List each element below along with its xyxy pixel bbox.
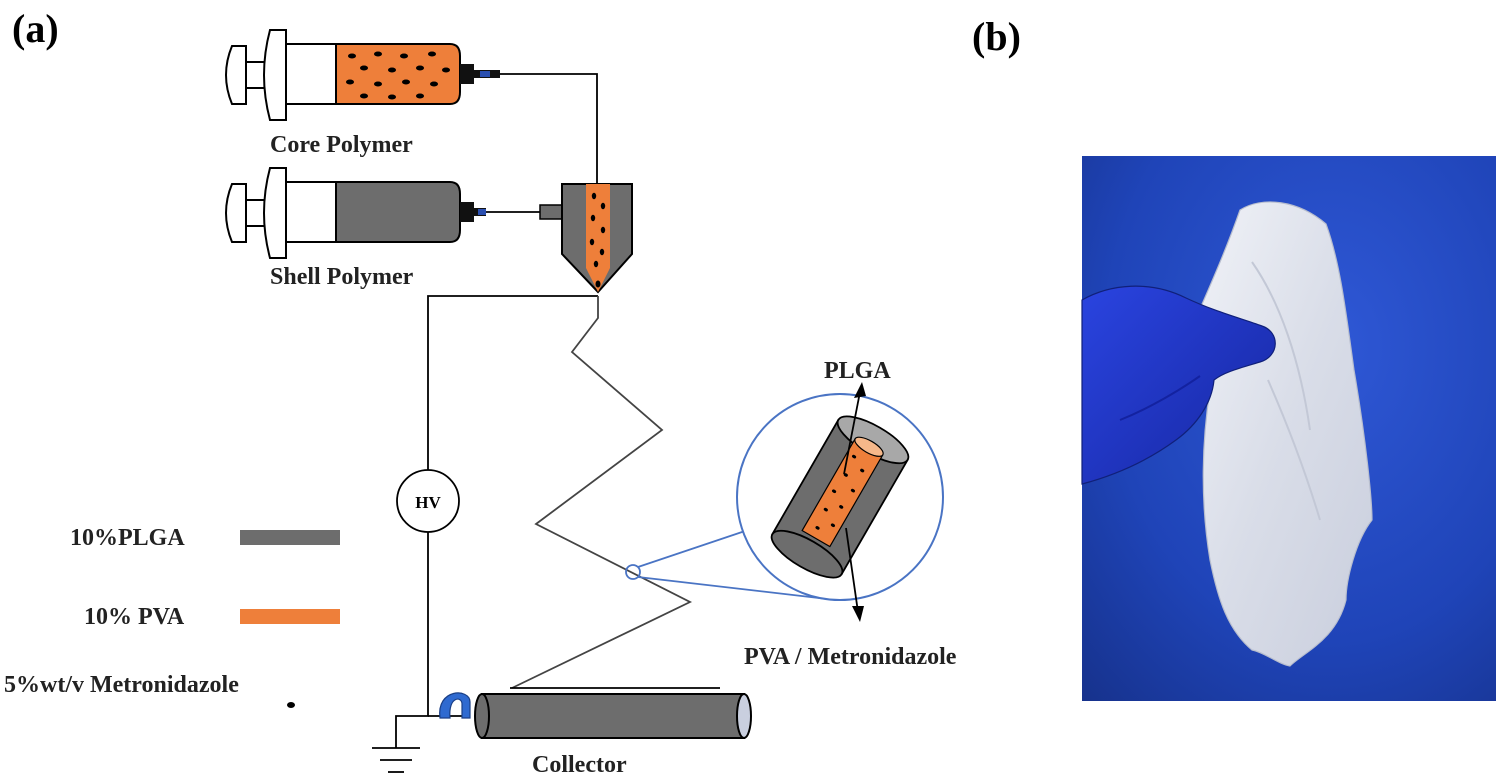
ground-wire: [395, 532, 429, 748]
rotation-arrow-icon: [439, 692, 471, 719]
core-syringe: [225, 29, 500, 121]
core-syringe-barrel-empty: [285, 43, 337, 105]
coaxial-nozzle: [561, 183, 633, 294]
ground-symbol: [372, 747, 420, 773]
rotating-collector: [474, 693, 752, 739]
core-syringe-plunger-handle: [225, 45, 247, 105]
gloved-hand: [1081, 285, 1276, 485]
core-syringe-hub: [460, 64, 474, 84]
collector-drum-end-left: [474, 693, 490, 739]
shell-syringe-hub: [460, 202, 474, 222]
shell-syringe-barrel-fill: [335, 181, 461, 243]
legend-label-plga: 10%PLGA: [70, 525, 185, 551]
shell-syringe-barrel-empty: [285, 181, 337, 243]
panel-label-a: (a): [12, 6, 59, 51]
plga-pointer-line: [843, 391, 861, 475]
hv-label: HV: [415, 493, 441, 512]
core-feed-tube: [500, 73, 598, 184]
shell-syringe: [225, 167, 486, 259]
shell-syringe-needle-ring: [478, 209, 486, 215]
membrane-fold-line: [1251, 261, 1321, 521]
collector-label: Collector: [532, 752, 627, 776]
shell-polymer-label: Shell Polymer: [270, 264, 414, 290]
legend-label-metronidazole: 5%wt/v Metronidazole: [4, 672, 239, 698]
membrane-photo: [1081, 156, 1496, 701]
panel-label-b: (b): [972, 14, 1021, 59]
fiber-core-top-face: [854, 436, 884, 457]
plga-label: PLGA: [824, 358, 891, 384]
shell-syringe-plunger-handle: [225, 183, 247, 243]
core-syringe-flange: [263, 29, 287, 121]
fiber-cross-section: [770, 415, 910, 579]
zoom-origin-marker: [625, 564, 641, 580]
pva-arrowhead-icon: [852, 606, 864, 622]
legend-label-pva: 10% PVA: [84, 604, 185, 630]
collector-drum: [481, 693, 745, 739]
plga-arrowhead-icon: [854, 382, 866, 398]
legend-swatch-metronidazole: [287, 702, 295, 708]
legend-swatch-plga: [240, 530, 340, 545]
fiber-drug-particles: [815, 454, 865, 530]
core-syringe-barrel-fill: [335, 43, 461, 105]
hv-wire-to-nozzle: [427, 295, 598, 470]
core-syringe-drug-particles: [346, 51, 450, 100]
nozzle-drug-particles: [589, 192, 606, 288]
core-syringe-needle-ring: [480, 71, 490, 77]
pva-metronidazole-label: PVA / Metronidazole: [744, 644, 957, 670]
glove-crease: [1119, 375, 1201, 421]
zoom-line-top: [637, 529, 749, 568]
shell-syringe-flange: [263, 167, 287, 259]
legend: 10%PLGA 10% PVA 5%wt/v Metronidazole: [4, 525, 340, 708]
legend-swatch-pva: [240, 609, 340, 624]
shell-side-inlet: [539, 204, 563, 220]
core-polymer-label: Core Polymer: [270, 132, 413, 158]
pva-pointer-line: [845, 527, 859, 613]
fiber-shell-bottom-face: [770, 529, 844, 579]
zoom-line-bottom: [637, 576, 837, 601]
collector-drum-end-right: [736, 693, 752, 739]
electrospinning-jet: [511, 296, 693, 689]
nozzle-core-channel: [586, 184, 610, 292]
